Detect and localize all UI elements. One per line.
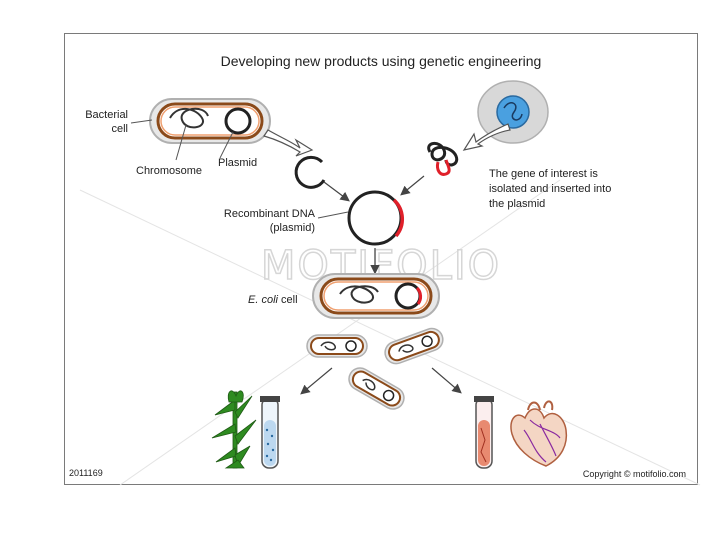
bacterial-cell — [149, 98, 271, 144]
gene-of-interest — [427, 142, 459, 176]
label-ecoli: E. coli cell — [248, 294, 298, 306]
figure-id: 2011169 — [69, 468, 103, 478]
arrow-to-plant-product — [300, 367, 333, 395]
label-plasmid: Plasmid — [218, 157, 257, 169]
dividing-bacteria — [306, 327, 444, 410]
label-chromosome: Chromosome — [136, 165, 202, 177]
label-bacterial-line1: Bacterial — [85, 109, 128, 121]
arrow-gene-to-recombinant — [400, 175, 425, 196]
ecoli-cell — [312, 273, 440, 319]
background-guide-lines — [79, 179, 701, 486]
test-tube-blue-icon — [260, 396, 280, 469]
label-gene-line2: isolated and inserted into — [489, 183, 611, 195]
recombinant-plasmid — [347, 190, 405, 246]
chromosome-coil — [169, 107, 209, 129]
copyright-notice: Copyright © motifolio.com — [583, 469, 686, 479]
label-recombinant-line2: (plasmid) — [270, 222, 315, 234]
diagram-title: Developing new products using genetic en… — [221, 53, 542, 69]
extract-gene-arrow — [462, 123, 511, 151]
test-tube-red-icon — [474, 396, 494, 469]
extract-plasmid-arrow — [263, 129, 314, 157]
donor-cell — [477, 80, 549, 144]
arrow-to-medical-product — [431, 367, 462, 394]
nucleus-dna — [503, 102, 523, 121]
corn-plant-icon — [211, 390, 257, 469]
label-gene-line1: The gene of interest is — [489, 168, 598, 180]
cut-plasmid — [294, 155, 326, 189]
label-bacterial-line2: cell — [111, 123, 128, 135]
heart-icon — [510, 400, 568, 467]
label-gene-line3: the plasmid — [489, 198, 545, 210]
arrow-plasmid-to-recombinant — [323, 181, 350, 202]
plasmid-ring — [224, 107, 252, 135]
label-recombinant-line1: Recombinant DNA — [224, 208, 316, 220]
